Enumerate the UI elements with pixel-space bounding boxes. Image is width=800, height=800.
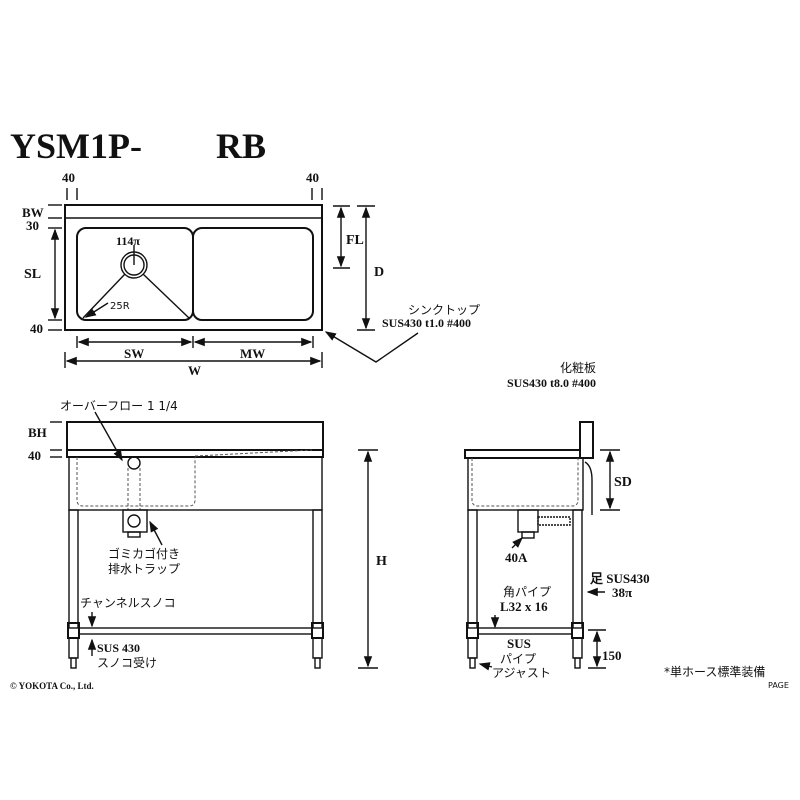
overflow-label: オーバーフロー 1 1/4 [60, 399, 178, 413]
top-view: 114π 25R 40 40 BW 30 SL 40 FL D SW MW W [22, 170, 480, 378]
bh-label: BH [28, 425, 47, 440]
fl-label: FL [346, 233, 364, 248]
dim-30: 30 [26, 218, 39, 233]
standard-hose-note: *単ホース標準装備 [664, 664, 765, 679]
backsplash [66, 421, 324, 451]
drain-trap [122, 509, 148, 533]
dim-40-left: 40 [62, 170, 75, 185]
mw-label: MW [240, 346, 265, 361]
dim-150: 150 [602, 648, 622, 663]
w-label: W [188, 363, 201, 378]
adjuster-label-2: パイプ [500, 652, 536, 666]
panel-material: SUS430 t8.0 #400 [507, 376, 596, 390]
sd-label: SD [614, 475, 632, 490]
d-label: D [374, 265, 384, 280]
bw-label: BW [22, 205, 44, 220]
dim-40-bottom: 40 [30, 321, 43, 336]
sink-top-outline [64, 204, 323, 331]
trap-label-1: ゴミカゴ付き [108, 546, 180, 561]
shelf-support-label-1: SUS 430 [97, 641, 140, 655]
leg-material-1: 足 SUS430 [590, 571, 650, 586]
front-apron [68, 456, 323, 511]
h-label: H [376, 554, 387, 569]
drainboard [192, 227, 314, 321]
adjuster-label-3: アジャスト [492, 666, 551, 680]
channel-shelf-label: チャンネルスノコ [80, 596, 176, 610]
dim-40-right: 40 [306, 170, 319, 185]
leg-material-2: 38π [612, 585, 632, 600]
square-pipe-label-1: 角パイプ [503, 585, 551, 599]
side-view: SD 40A 足 SUS430 38π 角パイプ L32 x 16 SUS パイ… [464, 421, 650, 680]
sl-label: SL [24, 267, 41, 282]
trap-label-2: 排水トラップ [108, 562, 180, 576]
sink-top-material: SUS430 t1.0 #400 [382, 316, 471, 330]
drain-size-label: 40A [505, 550, 528, 565]
copyright: © YOKOTA Co., Ltd. [10, 681, 94, 691]
model-title: YSM1P- [10, 126, 142, 166]
channel-shelf [78, 627, 313, 635]
front-view: オーバーフロー 1 1/4 BH 40 ゴミカゴ付き 排水トラップ チャンネルス… [28, 399, 387, 670]
panel-label: 化粧板 [560, 361, 596, 375]
model-suffix: RB [216, 126, 266, 166]
page-label: PAGE [768, 681, 789, 690]
square-pipe-label-2: L32 x 16 [500, 599, 548, 614]
adjuster-label-1: SUS [507, 636, 531, 651]
corner-radius-label: 25R [110, 301, 130, 312]
sink-top-label: シンクトップ [408, 303, 480, 317]
side-backsplash [579, 421, 594, 459]
dim-40-front: 40 [28, 448, 41, 463]
sw-label: SW [124, 346, 144, 361]
shelf-support-label-2: スノコ受け [97, 656, 157, 670]
drain-diameter-label: 114π [116, 234, 140, 248]
